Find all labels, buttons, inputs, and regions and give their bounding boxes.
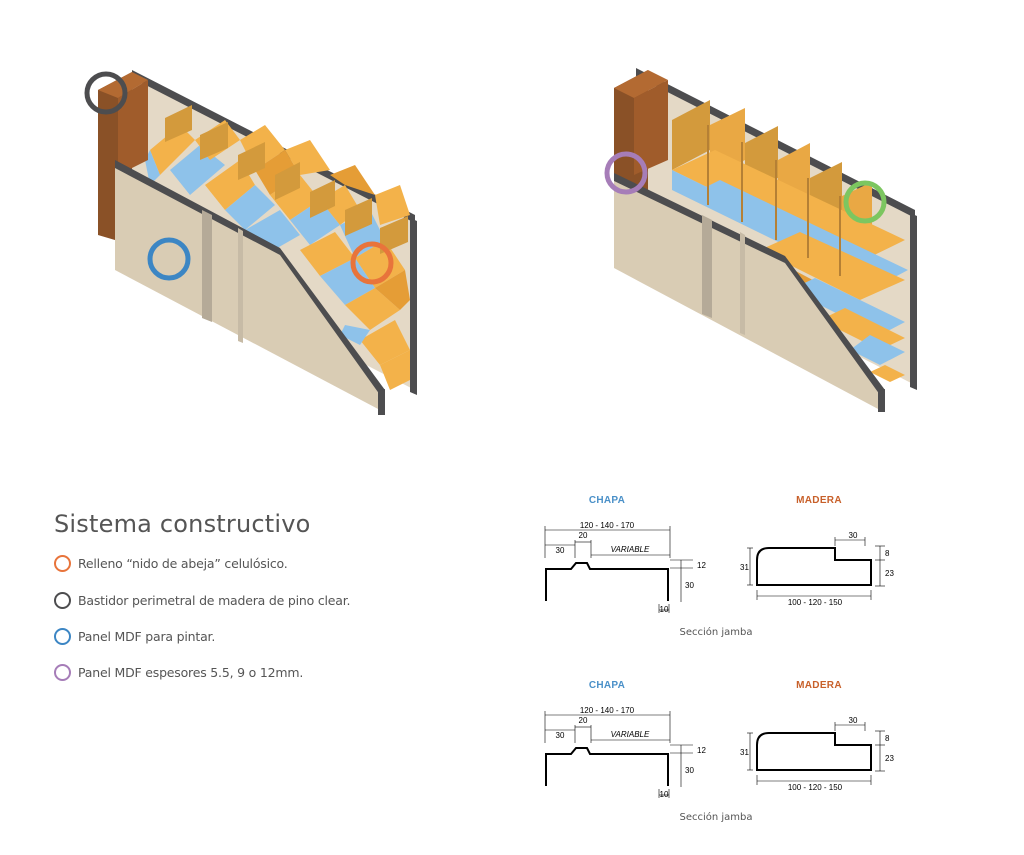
legend-item-honeycomb: Relleno “nido de abeja” celulósico.	[54, 553, 288, 573]
legend-item-label: Panel MDF para pintar.	[78, 628, 216, 644]
legend-item-mdf-paint: Panel MDF para pintar.	[54, 626, 215, 646]
dim-10: 10	[660, 605, 669, 614]
legend-item-label: Bastidor perimetral de madera de pino cl…	[78, 592, 351, 608]
legend-item-label: Relleno “nido de abeja” celulósico.	[78, 555, 288, 571]
front-panel	[115, 162, 380, 410]
dim-12: 12	[697, 746, 706, 755]
dim-total: 100 - 120 - 150	[788, 598, 843, 607]
frame-right-edge	[410, 218, 417, 395]
dim-variable: VARIABLE	[611, 730, 650, 739]
section-caption: Sección jamba	[679, 812, 753, 823]
dim-30: 30	[556, 731, 565, 740]
front-panel-right-edge-right	[878, 389, 885, 412]
madera-label: MADERA	[796, 680, 842, 691]
panel-joint-right	[702, 215, 712, 318]
panel-joint-2	[238, 228, 243, 343]
dim-31: 31	[740, 748, 749, 757]
dim-10: 10	[660, 790, 669, 799]
dim-30: 30	[556, 546, 565, 555]
door-honeycomb-illustration	[98, 70, 417, 415]
chapa-section-drawing: 120 - 140 - 170 20 30 VARIABLE 12 30 10	[544, 706, 706, 799]
dim-12: 12	[697, 561, 706, 570]
door-slat-illustration	[614, 68, 917, 412]
section-caption: Sección jamba	[679, 627, 753, 638]
chapa-label: CHAPA	[588, 495, 626, 506]
dim-30-vertical: 30	[685, 766, 694, 775]
dim-20: 20	[579, 531, 588, 540]
front-panel-right	[614, 175, 880, 410]
legend-item-frame: Bastidor perimetral de madera de pino cl…	[54, 590, 351, 610]
callout-ring-blue	[147, 237, 191, 281]
dim-variable: VARIABLE	[611, 545, 650, 554]
dim-30: 30	[849, 531, 858, 540]
panel-joint	[202, 210, 212, 322]
orange-ring-icon	[54, 554, 71, 572]
callout-ring-orange	[350, 241, 394, 285]
callout-ring-dark-gray	[84, 71, 128, 115]
blue-ring-icon	[54, 627, 71, 645]
frame-stile-side	[118, 80, 148, 175]
dim-8: 8	[885, 549, 890, 558]
dim-30-vertical: 30	[685, 581, 694, 590]
frame-right-edge-right	[910, 213, 917, 390]
purple-ring-icon	[54, 663, 71, 681]
dim-8: 8	[885, 734, 890, 743]
honeycomb-core	[145, 105, 410, 390]
dim-total: 100 - 120 - 150	[788, 783, 843, 792]
madera-section-drawing: 30 8 31 23 100 - 120 - 150	[740, 716, 894, 792]
legend-item-mdf-thickness: Panel MDF espesores 5.5, 9 o 12mm.	[54, 662, 303, 682]
dim-23: 23	[885, 569, 894, 578]
panel-joint-right-2	[740, 232, 745, 335]
dim-23: 23	[885, 754, 894, 763]
chapa-label: CHAPA	[588, 680, 626, 691]
slat-core	[672, 100, 908, 382]
front-panel-right-edge	[378, 389, 385, 415]
frame-stile-top-right	[614, 70, 668, 98]
madera-label: MADERA	[796, 495, 842, 506]
frame-stile-side-right	[634, 80, 668, 175]
madera-section-drawing: 30 8 31 23 100 - 120 - 150	[740, 531, 894, 607]
dim-30: 30	[849, 716, 858, 725]
construction-illustrations	[84, 68, 917, 415]
callout-ring-green	[843, 180, 887, 224]
chapa-section-drawing: 120 - 140 - 170 20 30 VARIABLE 12 30 10	[544, 521, 706, 614]
dim-31: 31	[740, 563, 749, 572]
legend-item-label: Panel MDF espesores 5.5, 9 o 12mm.	[78, 664, 304, 680]
callout-ring-purple	[604, 151, 648, 195]
dark-gray-ring-icon	[54, 591, 71, 609]
legend-title: Sistema constructivo	[54, 510, 311, 538]
dim-20: 20	[579, 716, 588, 725]
dim-total: 120 - 140 - 170	[580, 706, 635, 715]
dim-total: 120 - 140 - 170	[580, 521, 635, 530]
